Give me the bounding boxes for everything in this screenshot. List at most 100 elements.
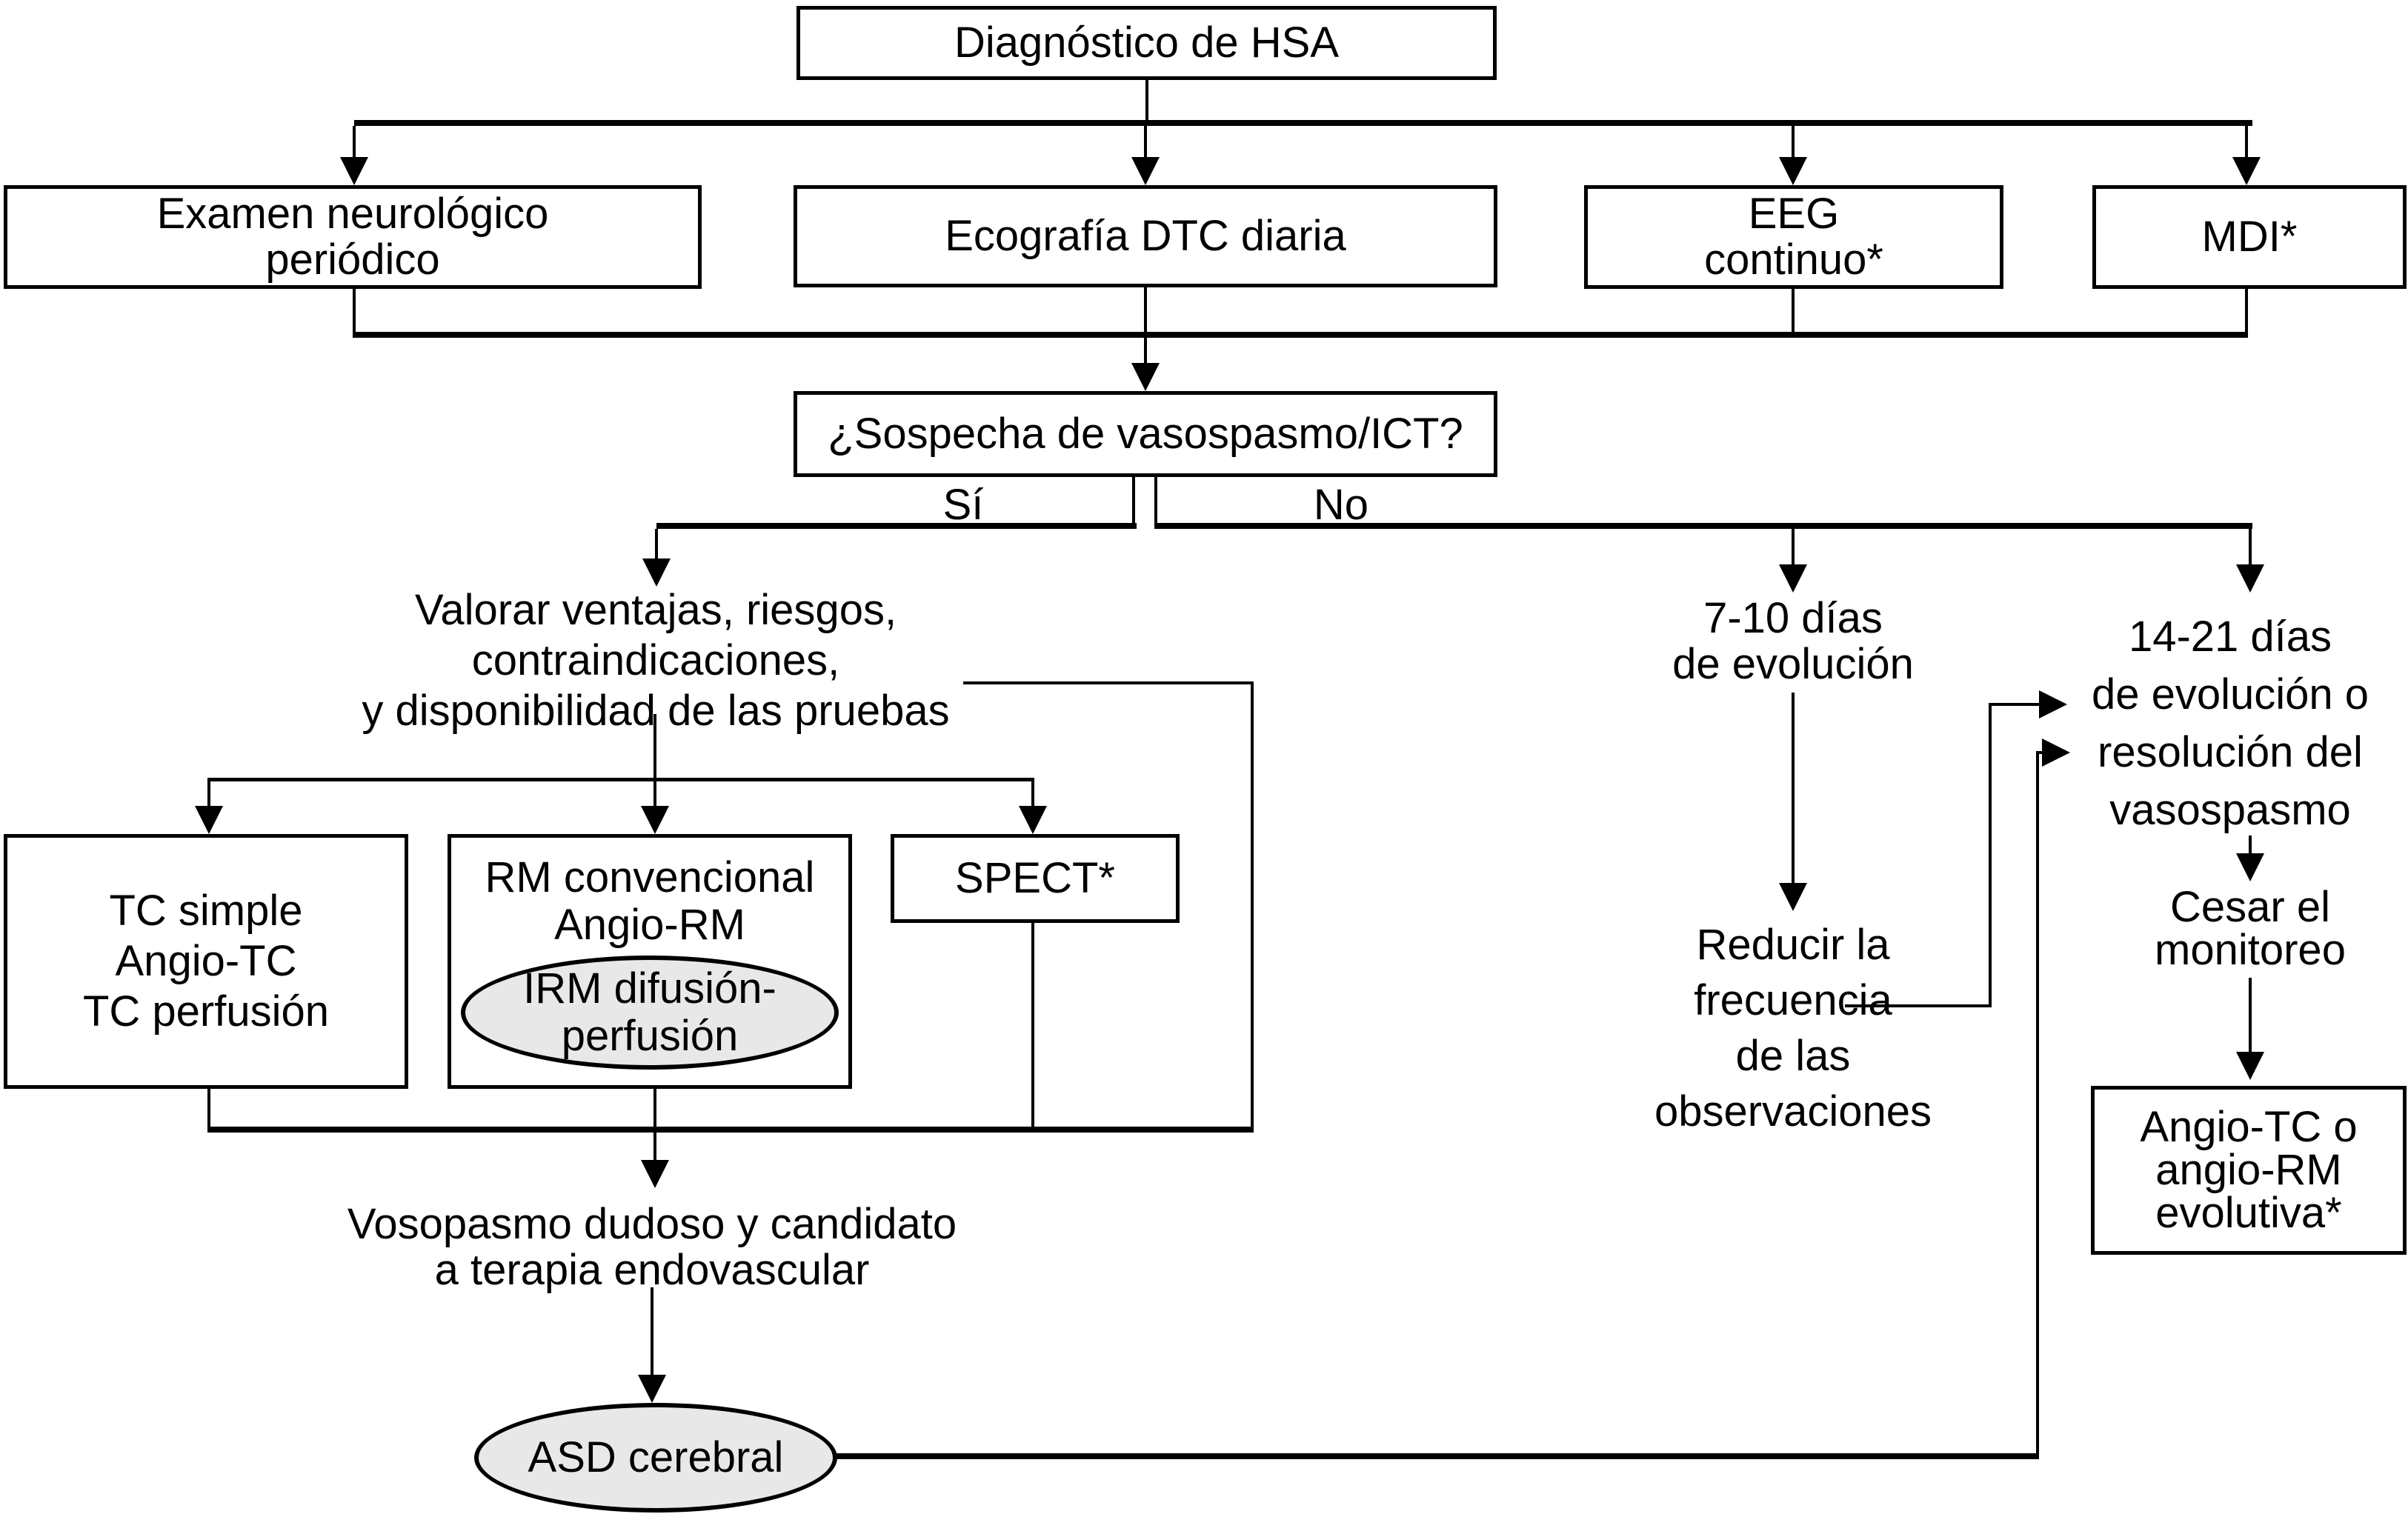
node-label: IRM difusión-	[523, 964, 776, 1013]
node-label: resolución del	[2098, 728, 2363, 776]
edge-to-14-21-dias	[2249, 529, 2252, 564]
arrowhead-right-icon	[2042, 738, 2070, 767]
arrowhead-down-icon	[2236, 1052, 2264, 1080]
edge-ecografia-down	[1144, 287, 1147, 363]
edge-asd-up-v	[2036, 751, 2039, 1456]
edge-top-branch-h	[354, 120, 2252, 126]
arrowhead-down-icon	[1131, 363, 1160, 391]
node-label: Angio-TC	[115, 937, 297, 985]
node-label: 7-10 días	[1703, 594, 1883, 642]
edge-diagnostico-down	[1145, 80, 1148, 125]
node-label: EEG	[1748, 190, 1840, 238]
edge-spect-down	[1031, 921, 1034, 1130]
node-label: vasospasmo	[2109, 786, 2351, 834]
node-label: de evolución	[1672, 640, 1914, 688]
node-label: TC perfusión	[82, 987, 330, 1036]
node-label: Angio-RM	[554, 901, 745, 949]
node-14-21-dias: 14-21 días de evolución o resolución del…	[2045, 608, 2408, 839]
edge-reducir-right-h	[1845, 1004, 1990, 1007]
edge-asd-right-h	[836, 1453, 2039, 1459]
arrowhead-down-icon	[641, 1160, 669, 1188]
node-label: Valorar ventajas, riesgos,	[414, 586, 897, 634]
node-sospecha-vasospasmo: ¿Sospecha de vasospasmo/ICT?	[794, 391, 1497, 477]
node-label: contraindicaciones,	[471, 636, 840, 684]
node-angio-evolutiva: Angio-TC o angio-RM evolutiva*	[2091, 1086, 2407, 1255]
node-label: Diagnóstico de HSA	[954, 19, 1340, 67]
edge-to-rm	[653, 781, 656, 806]
node-mdi: MDI*	[2092, 185, 2407, 289]
node-label: SPECT*	[955, 854, 1115, 902]
arrowhead-down-icon	[1019, 806, 1047, 834]
edge-si-stub	[1132, 477, 1135, 526]
node-label: de evolución o	[2091, 670, 2369, 718]
edge-to-valorar	[655, 529, 658, 558]
edge-tc-down	[207, 1087, 210, 1130]
node-label: 14-21 días	[2128, 613, 2332, 661]
node-label: TC simple	[109, 887, 303, 935]
edge-to-asd	[651, 1287, 653, 1375]
edge-no-stub	[1154, 477, 1157, 526]
edge-eeg-down	[1792, 289, 1795, 336]
node-asd-cerebral: ASD cerebral	[474, 1403, 837, 1513]
arrowhead-down-icon	[1779, 157, 1807, 185]
node-label: Reducir la	[1696, 921, 1890, 969]
node-label: MDI*	[2201, 213, 2298, 261]
edge-mid-collector-h	[353, 332, 2248, 338]
edge-to-eeg	[1792, 126, 1795, 159]
edge-1421-to-cesar	[2249, 836, 2252, 854]
arrowhead-down-icon	[1779, 564, 1807, 593]
edge-examen-down	[353, 289, 356, 336]
branch-label-text: Sí	[942, 481, 984, 529]
node-label: ¿Sospecha de vasospasmo/ICT?	[828, 410, 1463, 458]
edge-to-mdi	[2245, 126, 2248, 159]
edge-valorar-right-v	[1251, 681, 1254, 1130]
edge-cesar-to-angio	[2249, 978, 2252, 1053]
edge-rm-down	[653, 1087, 656, 1160]
node-label: periódico	[265, 236, 440, 284]
node-label: frecuencia	[1694, 976, 1892, 1024]
node-spect: SPECT*	[891, 834, 1180, 923]
edge-to-examen	[353, 126, 356, 159]
arrowhead-down-icon	[638, 1375, 666, 1403]
arrowhead-down-icon	[340, 157, 368, 185]
edge-valorar-right-h	[963, 681, 1254, 684]
node-cesar-monitoreo: Cesar el monitoreo	[2067, 886, 2408, 972]
node-label: Angio-TC o	[2140, 1103, 2358, 1151]
edge-to-ecografia	[1144, 126, 1147, 159]
arrowhead-down-icon	[2236, 564, 2264, 593]
node-label: continuo*	[1704, 236, 1883, 284]
node-vosopasmo-dudoso: Vosopasmo dudoso y candidato a terapia e…	[282, 1201, 1022, 1293]
node-label: observaciones	[1654, 1087, 1932, 1136]
node-label: RM convencional	[485, 853, 815, 901]
arrowhead-right-icon	[2039, 690, 2067, 718]
node-label: Vosopasmo dudoso y candidato	[347, 1200, 957, 1248]
node-7-10-dias: 7-10 días de evolución	[1608, 596, 1978, 687]
node-diagnostico-hsa: Diagnóstico de HSA	[796, 6, 1497, 80]
edge-tests-branch-h	[207, 778, 1034, 781]
node-ecografia-dtc: Ecografía DTC diaria	[794, 185, 1497, 287]
arrowhead-down-icon	[1131, 157, 1160, 185]
branch-label-text: No	[1313, 481, 1369, 529]
edge-reducir-arrow-h	[1989, 703, 2042, 706]
edge-to-tc	[207, 781, 210, 806]
edge-tests-collector-h	[207, 1127, 1254, 1133]
node-label: monitoreo	[2155, 926, 2346, 974]
node-tc-simple: TC simple Angio-TC TC perfusión	[4, 834, 408, 1089]
node-label: de las	[1735, 1032, 1851, 1080]
arrowhead-down-icon	[2236, 853, 2264, 881]
node-label: Cesar el	[2170, 883, 2330, 931]
node-label: angio-RM	[2155, 1146, 2342, 1194]
node-label: evolutiva*	[2155, 1189, 2342, 1237]
branch-label-si: Sí	[852, 480, 1074, 530]
node-valorar-pruebas: Valorar ventajas, riesgos, contraindicac…	[289, 585, 1022, 736]
arrowhead-down-icon	[641, 806, 669, 834]
node-examen-neurologico: Examen neurológico periódico	[4, 185, 702, 289]
node-label: ASD cerebral	[528, 1433, 784, 1481]
edge-no-h	[1154, 523, 2252, 529]
edge-mdi-down	[2245, 289, 2248, 336]
node-eeg-continuo: EEG continuo*	[1584, 185, 2003, 289]
node-irm-difusion-perfusion: IRM difusión- perfusión	[461, 956, 839, 1070]
branch-label-no: No	[1230, 480, 1452, 530]
node-label: a terapia endovascular	[434, 1246, 870, 1294]
